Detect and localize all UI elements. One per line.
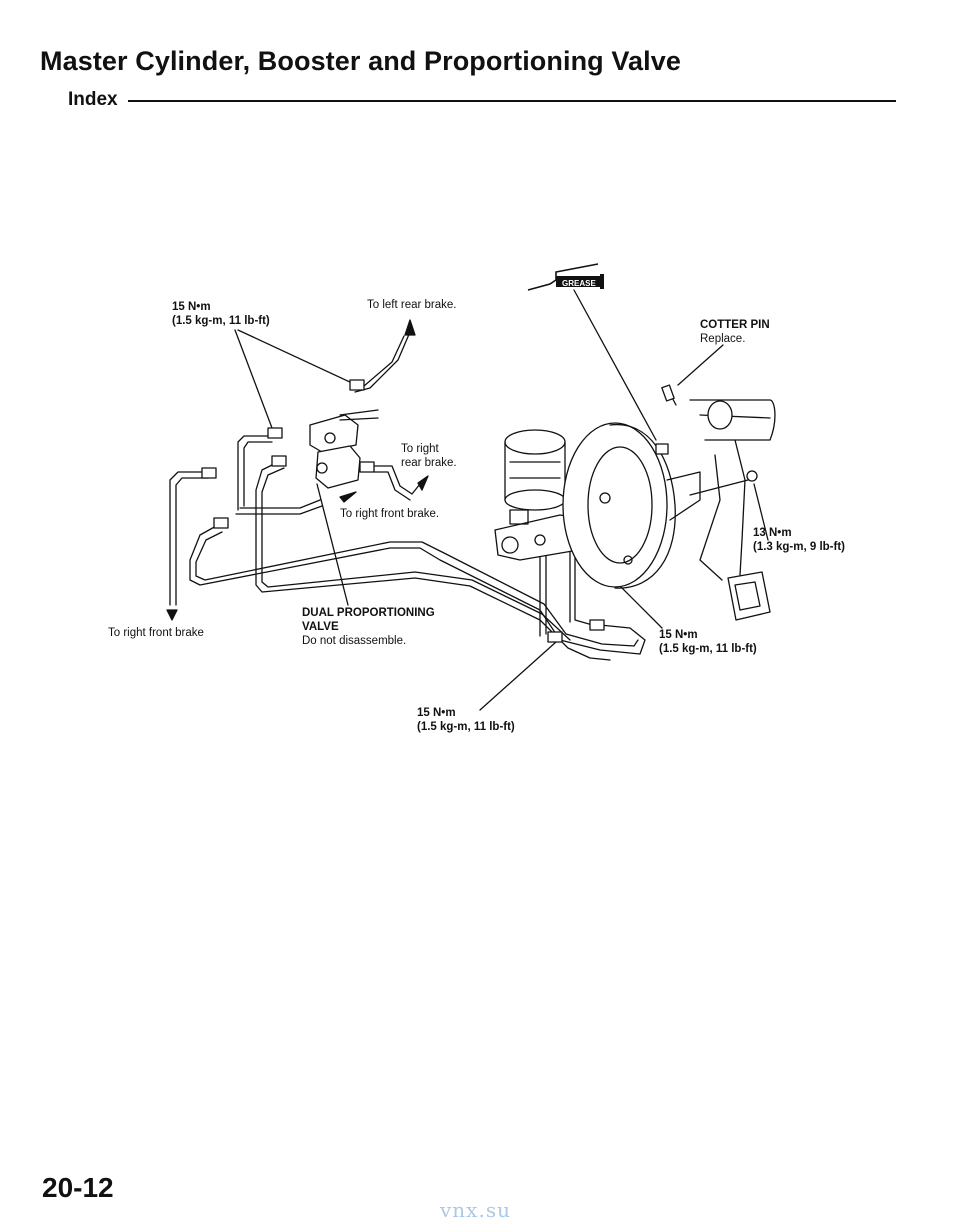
section-subtitle: Index [68,89,118,110]
torque-top-left-detail: (1.5 kg-m, 11 lb-ft) [172,315,270,327]
torque-13-detail: (1.3 kg-m, 9 lb-ft) [753,541,846,553]
brake-booster-shape [562,422,701,589]
page-number: 20-12 [42,1172,114,1203]
label-right-front-brake-b: To right front brake [108,627,204,639]
torque-13-value: 13 N•m [753,527,792,539]
watermark: vnx.su [440,1198,511,1222]
label-right-rear-brake-1: To right [401,443,439,455]
label-right-rear-brake-2: rear brake. [401,457,457,469]
label-cotter-pin-note: Replace. [700,333,746,345]
label-right-front-brake-a: To right front brake. [340,508,440,520]
label-valve: VALVE [302,621,339,633]
label-cotter-pin: COTTER PIN [700,319,770,331]
page-title: Master Cylinder, Booster and Proportioni… [40,46,681,76]
label-left-rear-brake: To left rear brake. [367,299,457,311]
torque-top-left-value: 15 N•m [172,301,211,313]
torque-bottom-value: 15 N•m [417,707,456,719]
header-rule [128,100,896,102]
grease-label: GREASE [562,279,596,288]
grease-gun-icon [527,263,604,291]
torque-bottom-detail: (1.5 kg-m, 11 lb-ft) [417,721,515,733]
proportioning-valve-shape [309,409,379,489]
label-valve-note: Do not disassemble. [302,635,407,647]
label-dual-proportioning-valve: DUAL PROPORTIONING [302,607,435,619]
brake-pedal-shape [655,384,776,621]
torque-mid-right-detail: (1.5 kg-m, 11 lb-ft) [659,643,757,655]
torque-mid-right-value: 15 N•m [659,629,698,641]
